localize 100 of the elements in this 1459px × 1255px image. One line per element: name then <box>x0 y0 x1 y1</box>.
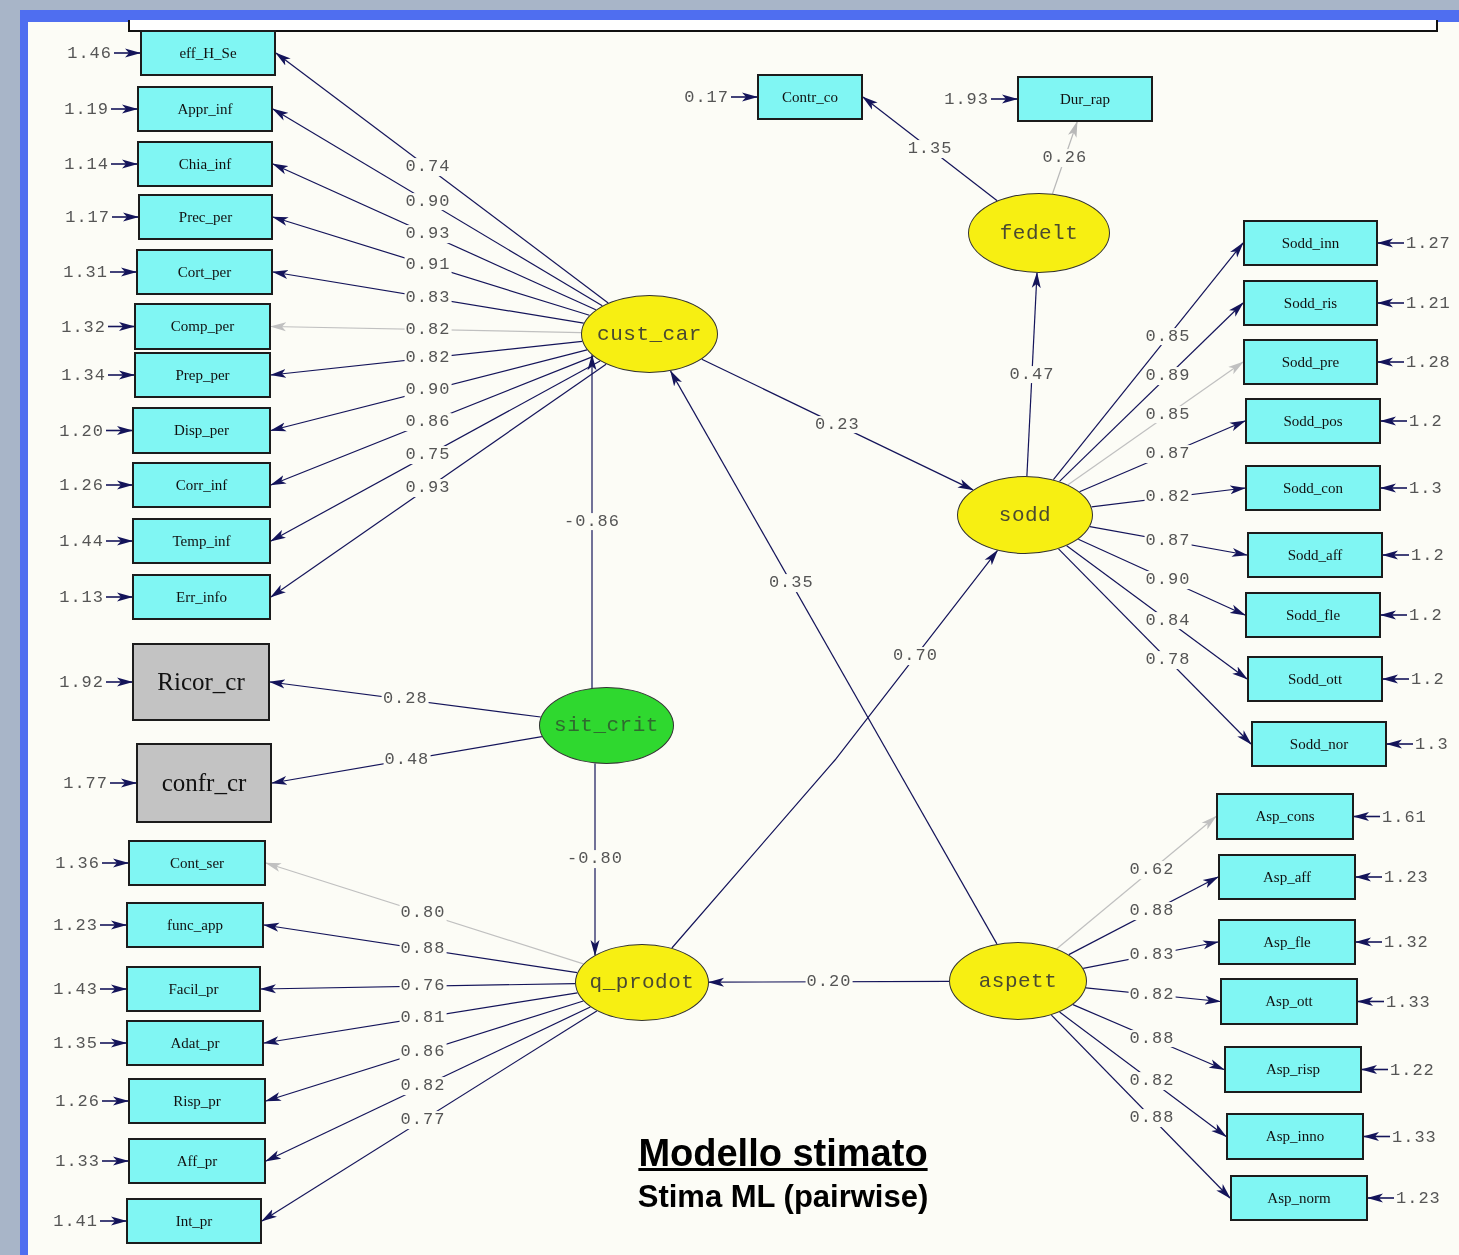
variable-name: Facil_pr <box>168 980 219 998</box>
observed-variable-box <box>1224 1046 1362 1093</box>
variable-name: Corr_inf <box>175 476 228 494</box>
error-arrow <box>1361 1065 1389 1074</box>
variable-name: Chia_inf <box>178 155 232 173</box>
error-arrow <box>99 984 127 994</box>
error-arrow <box>109 267 137 277</box>
error-arrow <box>1367 1193 1395 1203</box>
error-variance: 1.46 <box>67 44 112 62</box>
error-variance: 1.3 <box>1415 735 1449 753</box>
variable-name: sit_crit <box>554 714 659 737</box>
variable-name: Appr_inf <box>177 100 233 118</box>
observed-variable-box <box>132 407 271 454</box>
variable-name: Asp_risp <box>1265 1061 1321 1078</box>
variable-name: Sodd_ott <box>1287 670 1343 688</box>
error-variance: 1.19 <box>64 100 109 118</box>
path-coefficient: 0.74 <box>404 158 452 177</box>
variable-name: Asp_inno <box>1265 1128 1325 1145</box>
observed-variable-box <box>134 303 271 350</box>
variable-name: Sodd_pos <box>1283 412 1343 430</box>
variable-name: Cort_per <box>177 263 232 281</box>
observed-variable-box <box>126 1198 262 1244</box>
error-variance: 1.26 <box>59 476 104 494</box>
error-arrow <box>109 778 137 788</box>
arrow <box>275 52 609 304</box>
path-coefficient: 0.77 <box>399 1111 447 1129</box>
observed-variable-box <box>136 249 273 295</box>
path-coefficient: 0.82 <box>1128 1072 1176 1091</box>
arrow <box>261 1010 598 1222</box>
variable-name: eff_H_Se <box>179 44 237 62</box>
observed-variable-box <box>126 902 264 948</box>
variable-name: Prec_per <box>178 208 233 226</box>
variable-name: cust_car <box>597 322 702 346</box>
observed-variable-box <box>1243 280 1378 326</box>
error-arrow <box>99 1038 127 1048</box>
error-variance: 0.17 <box>684 88 729 106</box>
variable-name: Int_pr <box>175 1212 213 1230</box>
variable-name: Temp_inf <box>172 532 231 550</box>
variable-name: Adat_pr <box>170 1034 220 1052</box>
error-arrow <box>1382 674 1410 684</box>
error-variance: 1.2 <box>1411 670 1445 688</box>
error-variance: 1.26 <box>55 1092 100 1110</box>
arrow <box>1052 242 1244 481</box>
error-variance: 1.3 <box>1409 479 1443 497</box>
error-variance: 1.32 <box>61 318 106 335</box>
error-arrow <box>105 480 133 490</box>
error-arrow <box>110 159 138 169</box>
observed-variable-box <box>1243 339 1378 385</box>
error-variance: 1.20 <box>59 422 104 439</box>
path-coefficient: 0.70 <box>892 647 939 666</box>
variable-name: aspett <box>978 969 1058 993</box>
error-arrow <box>1355 937 1383 947</box>
error-arrow <box>105 592 133 602</box>
arrow <box>270 363 607 598</box>
error-arrow <box>1382 550 1410 560</box>
observed-variable-box <box>140 30 276 76</box>
observed-variable-box <box>1218 919 1356 965</box>
error-variance: 1.14 <box>64 155 109 173</box>
error-arrow <box>101 1096 129 1106</box>
observed-variable-box <box>1245 398 1381 444</box>
error-arrow <box>1377 357 1405 367</box>
error-variance: 1.33 <box>1392 1128 1437 1145</box>
arrow <box>1058 302 1244 482</box>
error-variance: 1.22 <box>1390 1061 1435 1078</box>
variable-name: Asp_aff <box>1262 868 1311 886</box>
path-coefficient: 0.35 <box>767 574 815 592</box>
variable-name: Dur_rap <box>1060 90 1110 108</box>
error-arrow <box>107 322 135 331</box>
variable-name: Asp_norm <box>1267 1189 1331 1207</box>
variable-name: Sodd_nor <box>1289 735 1349 753</box>
path-coefficient: 0.93 <box>404 225 452 243</box>
variable-name: Ricor_cr <box>157 668 245 696</box>
error-arrow <box>730 92 758 102</box>
variable-name: Sodd_pre <box>1281 353 1340 371</box>
error-variance: 1.31 <box>63 263 108 281</box>
variable-name: Sodd_ris <box>1283 294 1338 312</box>
observed-variable-box <box>1218 854 1356 900</box>
observed-variable-box <box>126 966 261 1012</box>
error-variance: 1.36 <box>55 854 100 872</box>
error-arrow <box>1353 812 1381 821</box>
arrow <box>1026 272 1041 477</box>
error-arrow <box>113 48 141 58</box>
error-variance: 1.32 <box>1384 933 1429 951</box>
error-arrow <box>99 920 127 930</box>
arrow <box>590 762 600 957</box>
error-arrow <box>1363 1132 1391 1141</box>
observed-variable-box <box>132 518 271 564</box>
error-arrow <box>1357 997 1385 1006</box>
path-coefficient: 0.86 <box>404 413 452 432</box>
error-variance: 1.35 <box>53 1034 98 1052</box>
observed-variable-box <box>132 462 271 508</box>
path-coefficient: -0.80 <box>566 850 624 869</box>
error-arrow <box>101 1156 129 1166</box>
variable-name: Risp_pr <box>173 1092 221 1110</box>
error-arrow <box>1380 610 1408 620</box>
variable-name: Sodd_con <box>1283 479 1343 497</box>
observed-variable-box <box>132 574 271 620</box>
error-variance: 1.33 <box>1386 993 1431 1010</box>
error-arrow <box>105 536 133 546</box>
error-variance: 1.27 <box>1406 234 1451 252</box>
